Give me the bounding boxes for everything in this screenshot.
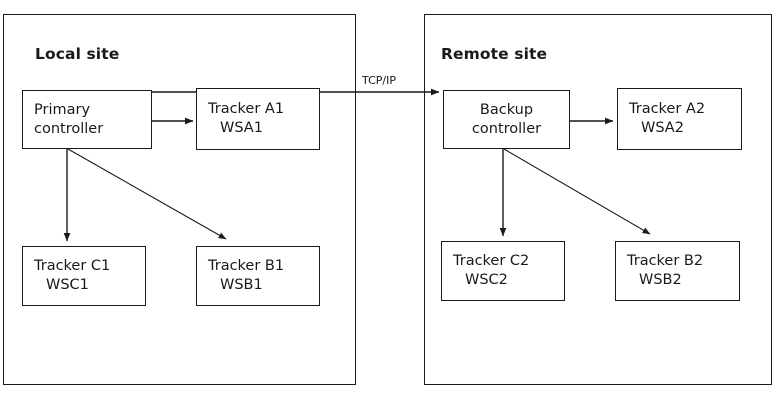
node-tracker-a2[interactable]: Tracker A2 WSA2 [617,88,742,150]
node-tracker-a1-line1: Tracker A1 [208,101,285,118]
node-tracker-c2-line2: WSC2 [465,272,508,288]
node-primary-controller[interactable]: Primary controller [22,90,152,149]
node-tracker-b1-line2: WSB1 [220,277,263,293]
node-tracker-b1-line1: Tracker B1 [208,258,285,275]
remote-site-frame [424,14,772,385]
node-primary-controller-line2: controller [34,120,104,137]
node-tracker-a1-line2: WSA1 [220,120,263,136]
tcpip-link-label: TCP/IP [361,74,397,87]
node-tracker-b2[interactable]: Tracker B2 WSB2 [615,241,740,301]
node-tracker-a2-line2: WSA2 [641,120,684,136]
node-tracker-a2-line1: Tracker A2 [629,101,706,118]
node-tracker-b2-line2: WSB2 [639,272,682,288]
node-tracker-c2-line1: Tracker C2 [453,253,530,270]
node-tracker-c1-line1: Tracker C1 [34,258,111,275]
node-backup-controller[interactable]: Backup controller [443,90,570,149]
node-backup-controller-line2: controller [471,120,542,137]
node-primary-controller-line1: Primary [34,101,91,118]
node-tracker-a1[interactable]: Tracker A1 WSA1 [196,88,320,150]
node-tracker-b1[interactable]: Tracker B1 WSB1 [196,246,320,306]
node-tracker-c2[interactable]: Tracker C2 WSC2 [441,241,565,301]
remote-site-title: Remote site [441,45,548,63]
local-site-title: Local site [35,45,120,63]
node-tracker-c1[interactable]: Tracker C1 WSC1 [22,246,146,306]
node-tracker-c1-line2: WSC1 [46,277,89,293]
local-site-frame [3,14,356,385]
node-tracker-b2-line1: Tracker B2 [627,253,704,270]
node-backup-controller-line1: Backup [479,101,534,118]
